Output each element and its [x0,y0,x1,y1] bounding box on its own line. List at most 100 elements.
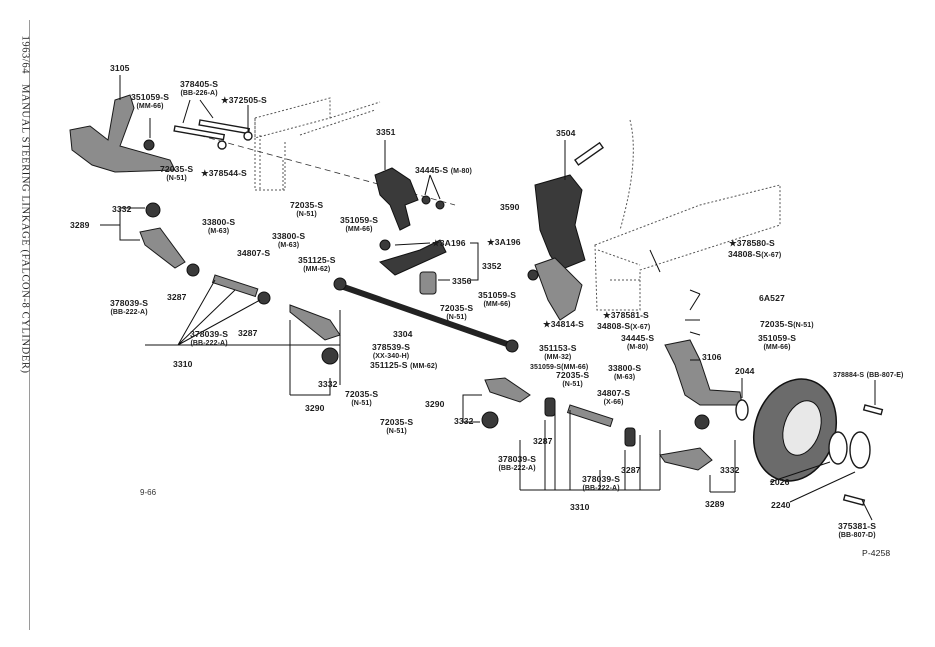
label-3287-a: 3287 [167,292,187,302]
part-code: (N-51) [446,314,467,321]
part-number: 34445-S [415,165,449,175]
figure-id: P-4258 [862,548,891,558]
label-378039-s-a: 378039-S(BB-222-A) [110,299,148,317]
label-3105: 3105 [110,63,130,73]
label-3332-c: 3332 [454,416,474,426]
part-number: 378039-S [582,474,621,484]
label-3290-a: 3290 [425,399,445,409]
label-378039-s-d: 378039-S(BB-222-A) [582,475,620,493]
label-372505-s: ★372505-S [221,95,267,105]
part-code: (XX-340-H) [372,353,410,360]
label-378539-s: 378539-S(XX-340-H) [372,343,410,361]
label-2044: 2044 [735,366,755,376]
steering-arm-left [69,94,176,173]
part-code: (M-63) [613,374,636,381]
label-72035-s-e: 72035-S(N-51) [556,371,589,389]
part-code: (M-80) [626,344,649,351]
label-378405-s: 378405-S(BB-226-A) [180,80,218,98]
spindle-3106 [664,339,749,421]
part-number: 378039-S [190,329,229,339]
tie-rod-inner-right [481,377,636,447]
label-72035-s-f: 72035-S(N-51) [345,390,378,408]
part-code: (MM-32) [544,354,572,361]
label-3290-b: 3290 [305,403,325,413]
leader-lines [100,75,876,521]
page-margin-rule [29,20,30,630]
part-number: 378039-S [110,298,149,308]
label-3287-d: 3287 [621,465,641,475]
label-72035-s-a: 72035-S(N-51) [160,165,193,183]
label-3289-b: 3289 [705,499,725,509]
part-code: (X-67) [630,324,651,331]
label-34807-s-a: 34807-S [237,248,271,258]
part-code: (N-51) [296,211,317,218]
part-number: 34808-S [597,321,631,331]
part-number: 33800-S [202,217,236,227]
part-number: 378884-S [833,372,865,379]
part-number: 378539-S [372,342,411,352]
drag-link-3304 [333,277,519,353]
part-number: 72035-S [345,389,379,399]
part-number: 351059-S [530,364,562,371]
part-number: 72035-S [440,303,474,313]
label-351125-s-b: 351125-S (MM-62) [370,361,437,371]
part-number: 351059-S [758,333,797,343]
label-3504: 3504 [556,128,576,138]
label-72035-s-c: 72035-S(N-51) [440,304,473,322]
part-code: (N-51) [166,175,187,182]
label-3310-b: 3310 [570,502,590,512]
part-code: (N-51) [386,428,407,435]
part-code: (M-63) [207,228,230,235]
label-3310-a: 3310 [173,359,193,369]
frame-rail-right [594,119,781,311]
label-3356: 3356 [452,276,472,286]
part-code: (N-51) [793,322,814,329]
part-number: 34807-S [597,388,631,398]
label-2240: 2240 [771,500,791,510]
part-code: (M-63) [277,242,300,249]
label-375381-s: 375381-S(BB-807-D) [838,522,876,540]
part-number: 72035-S [760,319,794,329]
part-code: (MM-62) [303,266,331,273]
label-3332-a: 3332 [112,204,132,214]
label-6a527: 6A527 [759,293,785,303]
idler-bracket-3351 [374,167,445,231]
part-code: (MM-66) [483,301,511,308]
tie-rod-end-right [659,414,713,471]
part-number: 351125-S [370,360,408,370]
label-72035-s-d: 72035-S(N-51) [760,320,814,330]
part-number: 72035-S [160,164,194,174]
label-3106: 3106 [702,352,722,362]
page-reference: 9-66 [140,488,157,497]
label-351059-s-d: 351059-S(MM-66) [758,334,796,352]
part-number: 72035-S [380,417,414,427]
label-378544-s: ★378544-S [201,168,247,178]
label-33800-s-b: 33800-S(M-63) [272,232,305,250]
label-3289-a: 3289 [70,220,90,230]
label-3332-d: 3332 [720,465,740,475]
label-3352: 3352 [482,261,502,271]
label-3351: 3351 [376,127,396,137]
part-code: (BB-807-D) [838,532,876,539]
part-number: 34445-S [621,333,655,343]
part-code: (N-51) [351,400,372,407]
label-351153-s: 351153-S(MM-32) [539,344,577,362]
label-34814-s: ★34814-S [543,319,584,329]
part-number: 351153-S [539,343,577,353]
label-3287-c: 3287 [533,436,553,446]
label-34808-s-a: 34808-S(X-67) [728,250,781,260]
pitman-arm-3590 [527,257,583,321]
label-3590: 3590 [500,202,520,212]
label-3a196-a: ★3A196 [432,238,466,248]
label-3332-b: 3332 [318,379,338,389]
part-code: (MM-62) [410,363,438,370]
part-number: 72035-S [290,200,324,210]
part-code: (BB-222-A) [110,309,148,316]
part-number: 34808-S [728,249,762,259]
label-351059-s-c: 351059-S(MM-66) [478,291,516,309]
part-number: 351125-S [298,255,336,265]
part-number: 33800-S [272,231,306,241]
part-code: (X-67) [761,252,782,259]
part-code: (BB-222-A) [190,340,228,347]
